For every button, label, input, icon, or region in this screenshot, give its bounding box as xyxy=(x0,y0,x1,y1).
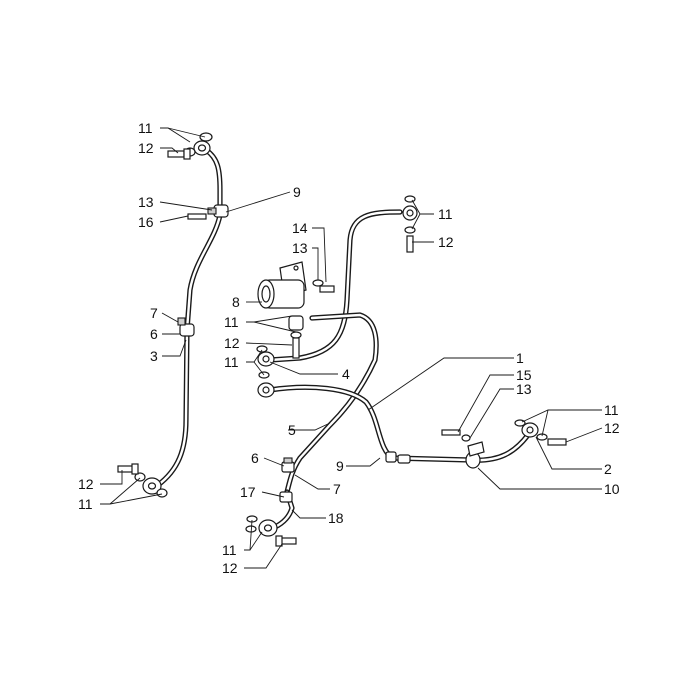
label-11: 11 xyxy=(604,402,619,418)
banjo-fitting-right xyxy=(514,419,548,441)
label-9: 9 xyxy=(336,458,344,474)
label-15: 15 xyxy=(516,367,532,383)
label-2: 2 xyxy=(604,461,612,477)
label-6: 6 xyxy=(150,326,158,342)
label-12: 12 xyxy=(138,140,154,156)
banjo-fitting-filter xyxy=(288,315,304,359)
pipe-3-left-line xyxy=(155,147,223,488)
label-18: 18 xyxy=(328,510,344,526)
filter-8 xyxy=(257,261,307,309)
label-13: 13 xyxy=(516,381,532,397)
clamp-10 xyxy=(465,441,485,469)
part-labels: 11 12 9 13 16 7 6 3 12 11 14 13 8 11 12 … xyxy=(78,120,620,576)
label-1: 1 xyxy=(516,350,524,366)
label-4: 4 xyxy=(342,366,350,382)
label-12: 12 xyxy=(222,560,238,576)
banjo-fitting-lower-left xyxy=(257,382,275,398)
banjo-fitting-bottom-left xyxy=(134,472,168,498)
banjo-fitting-mid-left xyxy=(256,345,275,379)
label-10: 10 xyxy=(604,481,620,497)
label-11: 11 xyxy=(138,120,153,136)
bolt-16 xyxy=(187,213,207,220)
label-13: 13 xyxy=(292,240,308,256)
clamp-17 xyxy=(279,491,293,503)
label-12: 12 xyxy=(78,476,94,492)
pipe-18-short-line xyxy=(272,489,295,530)
label-12: 12 xyxy=(604,420,620,436)
pipe-1-lower-line xyxy=(267,384,531,463)
label-11: 11 xyxy=(224,314,239,330)
label-12: 12 xyxy=(438,234,454,250)
label-13: 13 xyxy=(138,194,154,210)
banjo-fitting-bottom xyxy=(245,515,278,537)
clamp-6-lower xyxy=(281,457,295,473)
label-16: 16 xyxy=(138,214,154,230)
bolt-12-bottom-left xyxy=(117,463,139,475)
bolt-12-bottom xyxy=(275,535,297,547)
label-17: 17 xyxy=(240,484,256,500)
bolt-14 xyxy=(312,279,335,293)
pipe-4-upper-line xyxy=(267,209,403,363)
banjo-fitting-top-left xyxy=(184,132,213,157)
label-11: 11 xyxy=(224,354,239,370)
label-7: 7 xyxy=(150,305,158,321)
label-14: 14 xyxy=(292,220,308,236)
union-nut-1 xyxy=(385,451,411,464)
label-11: 11 xyxy=(438,206,453,222)
label-8: 8 xyxy=(232,294,240,310)
label-6: 6 xyxy=(251,450,259,466)
label-7: 7 xyxy=(333,481,341,497)
bolt-15 xyxy=(441,429,471,442)
label-9: 9 xyxy=(293,184,301,200)
clamp-9-left xyxy=(207,204,229,218)
label-3: 3 xyxy=(150,348,158,364)
clamp-6-left xyxy=(177,317,195,337)
leader-lines xyxy=(100,127,603,569)
bolt-12-top-left xyxy=(167,148,191,160)
bolt-12-right xyxy=(547,438,567,446)
banjo-fitting-top-right xyxy=(402,195,418,253)
label-12: 12 xyxy=(224,335,240,351)
label-11: 11 xyxy=(78,496,93,512)
label-5: 5 xyxy=(288,422,296,438)
label-11: 11 xyxy=(222,542,237,558)
